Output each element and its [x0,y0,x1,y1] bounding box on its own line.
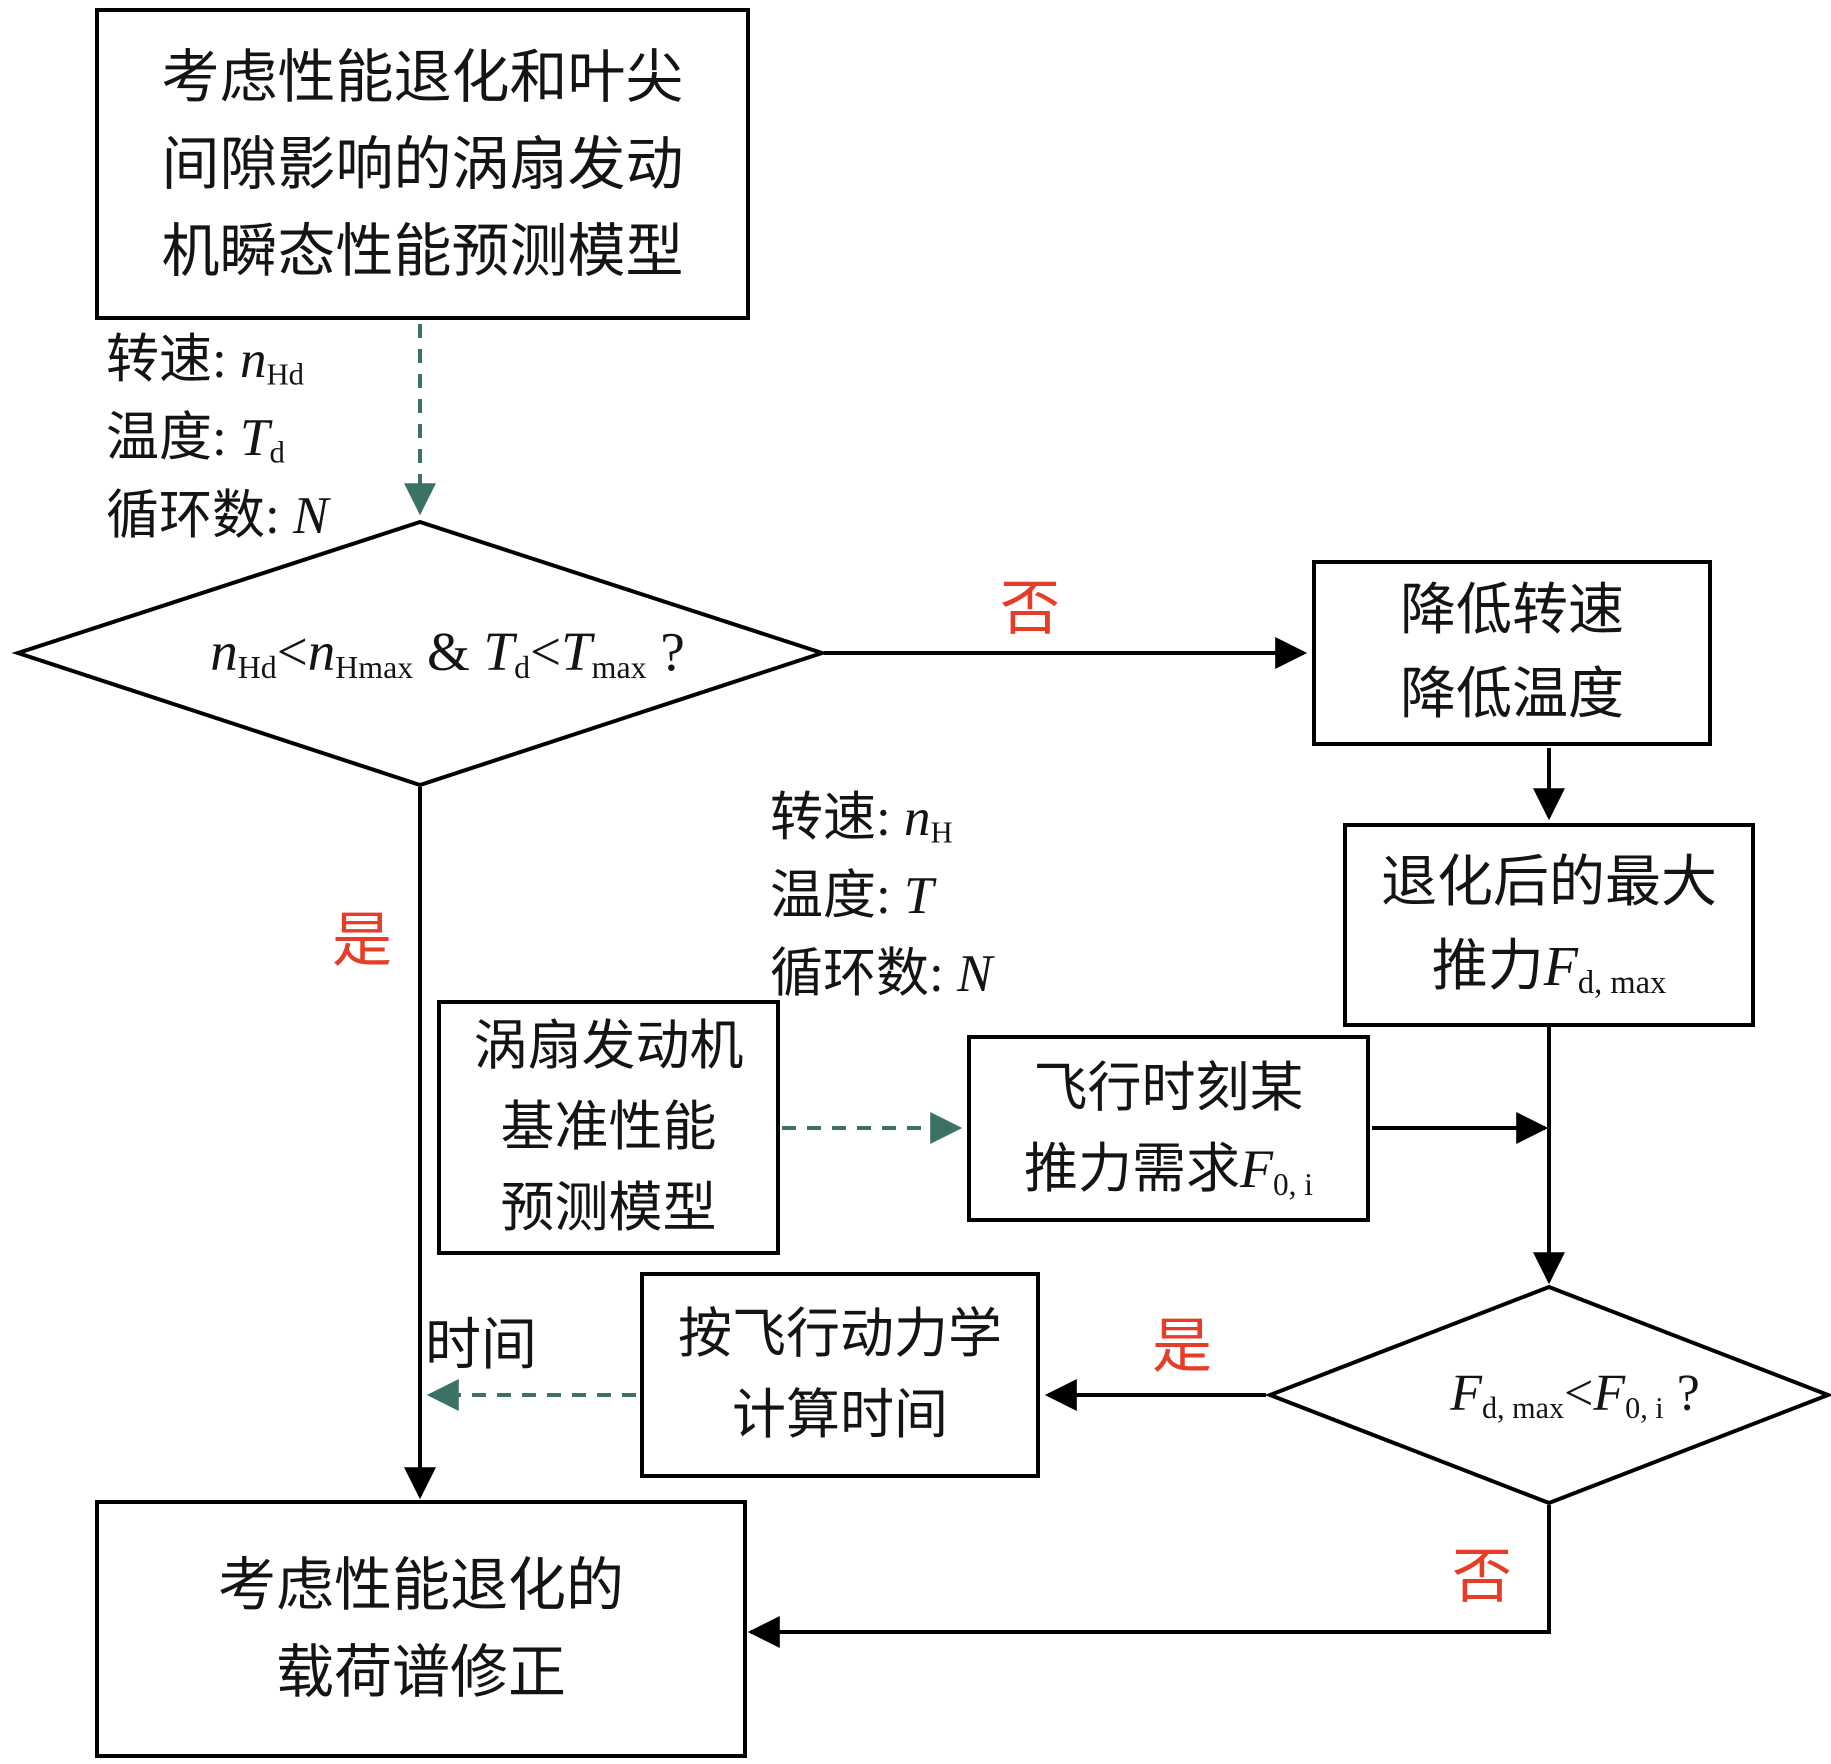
box-line: 考虑性能退化的 [217,1553,624,1618]
box-line: 载荷谱修正 [275,1640,566,1705]
annotation-text: 循环数: [770,944,957,1003]
branch-label-yes1: 是 [332,908,392,974]
box-text: 推力 [1431,936,1544,998]
decision1-var: n [307,621,336,683]
box-text: 推力需求 [1023,1138,1240,1199]
decision2-diamond [1264,1284,1831,1506]
annotation-sub: Hd [266,357,305,392]
decision1-op: < [276,621,308,683]
node-flight-dynamics-time: 按飞行动力学 计算时间 [640,1272,1040,1478]
decision1-sub: Hmax [335,649,414,685]
decision1-diamond [11,519,829,788]
box-line: 退化后的最大 [1381,852,1717,914]
decision2-sub: 0, i [1625,1390,1664,1425]
box-line: 推力Fd, max [1432,925,1667,1009]
decision1-var: n [210,621,238,683]
decision2-op: ? [1663,1365,1700,1423]
annotation-sub: d [269,435,285,470]
annotation-var: T [903,866,934,925]
decision1-op: & [413,621,484,683]
time-annotation: 时间 [425,1315,537,1377]
branch-label-no1: 否 [1000,576,1060,642]
decision1-var: T [483,621,515,683]
box-line: 推力需求F0, i [1024,1129,1313,1210]
annotation-row: 温度: Td [106,400,328,478]
decision2-label: Fd, max<F0, i ? [1398,1305,1700,1485]
annotation-row: 循环数: N [106,478,328,556]
annotation-text: 循环数: [106,486,293,545]
node-load-spectrum-correction: 考虑性能退化的 载荷谱修正 [95,1500,747,1758]
box-line: 降低转速 [1400,580,1624,642]
decision1-op: < [530,621,562,683]
annotation-var: n [903,789,931,847]
decision1-sub: Hd [237,649,277,685]
decision1-sub: d [514,649,531,685]
node-reduce-speed-temp: 降低转速 降低温度 [1312,560,1712,746]
node-thrust-demand: 飞行时刻某 推力需求F0, i [967,1035,1370,1222]
box-line: 间隙影响的涡扇发动 [161,131,684,197]
box-line: 预测模型 [500,1178,717,1238]
annotation-row: 转速: nH [770,780,992,858]
inputs2-annotation: 转速: nH 温度: T 循环数: N [770,780,992,1014]
box-line: 基准性能 [500,1097,717,1157]
arrow-decision2-no [747,1505,1551,1648]
annotation-var: n [239,331,267,389]
box-var: F [1239,1138,1273,1199]
annotation-var: N [956,944,993,1003]
node-max-thrust: 退化后的最大 推力Fd, max [1343,823,1755,1027]
decision1-var: T [561,621,592,683]
annotation-var: N [292,486,329,545]
box-line: 计算时间 [732,1385,948,1445]
box-line: 考虑性能退化和叶尖 [161,44,684,110]
decision1-label: nHd<nHmax & Td<Tmax ? [155,557,684,749]
node-top-model: 考虑性能退化和叶尖 间隙影响的涡扇发动 机瞬态性能预测模型 [95,8,750,320]
box-sub: 0, i [1272,1166,1313,1202]
annotation-text: 温度: [770,866,904,925]
annotation-row: 循环数: N [770,936,992,1014]
annotation-var: T [239,408,270,467]
inputs1-annotation: 转速: nHd 温度: Td 循环数: N [106,322,328,556]
annotation-sub: H [930,815,953,850]
decision1-op: ? [646,621,685,683]
box-line: 按飞行动力学 [678,1304,1002,1364]
decision2-sub: d, max [1481,1390,1565,1425]
box-line: 降低温度 [1400,664,1624,726]
decision2-var: F [1593,1365,1626,1423]
annotation-text: 转速: [106,331,240,389]
annotation-text: 转速: [770,789,904,847]
decision1-sub: max [591,649,647,685]
branch-label-yes2: 是 [1152,1314,1212,1380]
box-line: 飞行时刻某 [1033,1057,1304,1118]
annotation-row: 温度: T [770,858,992,936]
decision2-var: F [1450,1365,1482,1423]
decision2-op: < [1564,1365,1594,1423]
annotation-row: 转速: nHd [106,322,328,400]
box-line: 涡扇发动机 [473,1016,744,1076]
box-sub: d, max [1577,965,1667,1002]
branch-label-no2: 否 [1452,1544,1512,1610]
box-var: F [1543,936,1578,998]
box-line: 机瞬态性能预测模型 [161,218,684,284]
annotation-text: 温度: [106,408,240,467]
node-baseline-model: 涡扇发动机 基准性能 预测模型 [437,1000,780,1255]
